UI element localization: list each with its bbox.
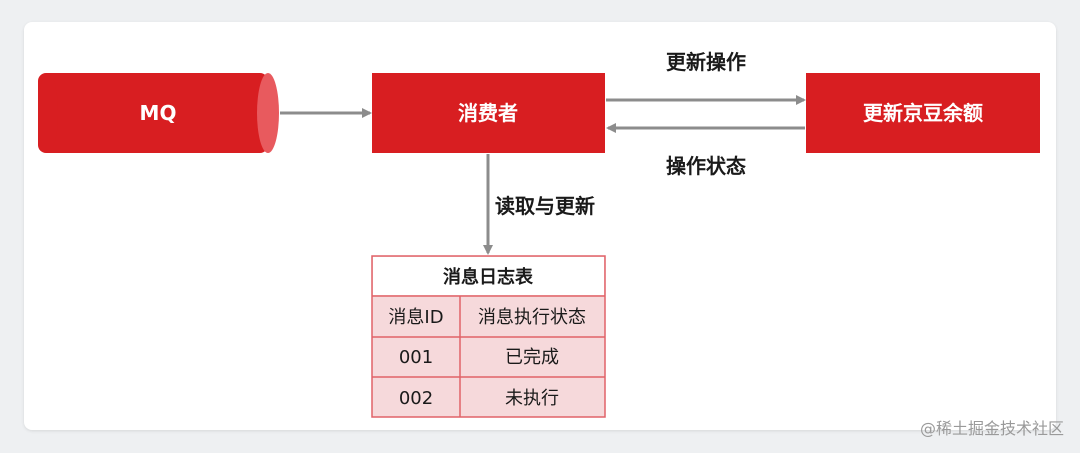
- watermark: @稀土掘金技术社区: [920, 419, 1064, 438]
- table-cell: 002: [399, 388, 433, 409]
- consumer-node: 消费者: [372, 73, 605, 153]
- table-cell: 001: [399, 347, 433, 368]
- edge-label-op-status: 操作状态: [666, 154, 746, 178]
- update-balance-node: 更新京豆余额: [806, 73, 1040, 153]
- table-header-cell: 消息执行状态: [478, 307, 586, 328]
- mq-node: MQ: [38, 73, 279, 153]
- table-cell: 已完成: [505, 347, 559, 368]
- message-log-table: 消息日志表 消息ID 消息执行状态 001 已完成 002 未执行: [371, 255, 606, 418]
- mq-label: MQ: [140, 101, 177, 125]
- table-title: 消息日志表: [443, 266, 534, 288]
- edge-label-update-op: 更新操作: [666, 50, 746, 74]
- table-cell: 未执行: [505, 388, 559, 409]
- consumer-label: 消费者: [458, 101, 518, 125]
- edge-label-read-update: 读取与更新: [495, 194, 595, 218]
- update-balance-label: 更新京豆余额: [863, 101, 983, 125]
- table-header-cell: 消息ID: [388, 307, 443, 328]
